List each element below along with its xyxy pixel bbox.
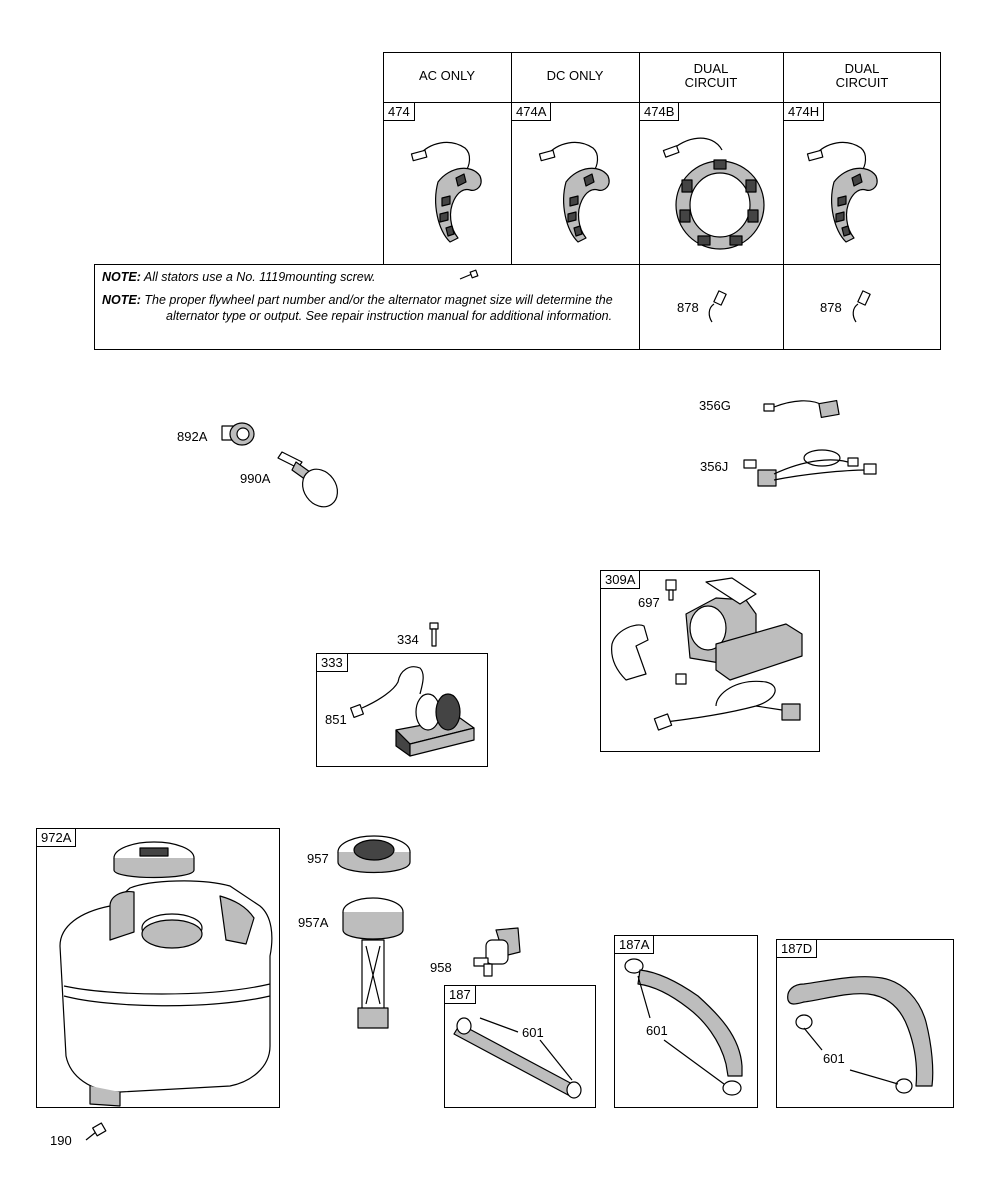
part-label: 892A <box>177 429 208 444</box>
ignition-coil-illustration <box>349 666 475 757</box>
flywheel-note: NOTE: The proper flywheel part number an… <box>102 293 613 323</box>
switch-housing-illustration <box>221 422 255 446</box>
part-label: 601 <box>823 1051 845 1066</box>
part-label: 878 <box>820 300 842 315</box>
table-divider <box>639 52 640 349</box>
choke-knob-illustration <box>277 451 339 508</box>
part-number-tag: 474B <box>640 103 680 122</box>
table-divider <box>511 52 512 265</box>
part-number-tag: 187 <box>445 986 476 1005</box>
part-number-tag: 972A <box>37 829 77 848</box>
table-divider <box>383 102 941 103</box>
part-number-tag: 309A <box>601 571 641 590</box>
part-label: 990A <box>240 471 271 486</box>
column-header-dual-circuit: DUAL CIRCUIT <box>835 61 889 90</box>
part-label: 190 <box>50 1133 72 1148</box>
part-number-tag: 474A <box>512 103 552 122</box>
wire-harness-illustration <box>743 449 877 487</box>
part-label: 851 <box>325 712 347 727</box>
fuel-tank-box: 972A <box>36 828 280 1108</box>
part-number-tag: 187D <box>777 940 818 959</box>
part-label: 957A <box>298 915 329 930</box>
ignition-coil-box: 333 <box>316 653 488 767</box>
fuel-cap-illustration <box>337 835 411 874</box>
wire-connector-icon <box>708 290 727 323</box>
mounting-screw-icon <box>459 269 479 280</box>
partial-stator-illustration <box>538 141 610 243</box>
fuel-shutoff-valve-illustration <box>473 927 521 977</box>
partial-stator-illustration <box>410 141 482 243</box>
part-number-tag: 187A <box>615 936 655 955</box>
fuel-line-187a-box: 187A <box>614 935 758 1108</box>
column-header-ac-only: AC ONLY <box>418 68 476 83</box>
wire-harness-illustration <box>763 399 840 419</box>
column-header-dual-circuit: DUAL CIRCUIT <box>684 61 738 90</box>
part-label: 958 <box>430 960 452 975</box>
alternator-assembly-box: 309A <box>600 570 820 752</box>
bolt-illustration <box>429 622 439 647</box>
curved-fuel-line-illustration <box>787 976 934 1094</box>
part-number-tag: 474H <box>784 103 825 122</box>
part-number-tag: 474 <box>384 103 415 122</box>
part-label: 878 <box>677 300 699 315</box>
screw-illustration <box>85 1122 107 1141</box>
part-label: 334 <box>397 632 419 647</box>
ring-stator-illustration <box>662 137 765 250</box>
fuel-gauge-cap-illustration <box>342 897 404 1029</box>
part-label: 356J <box>700 459 729 474</box>
part-number-tag: 333 <box>317 654 348 673</box>
wire-connector-icon <box>852 290 871 323</box>
column-header-dc-only: DC ONLY <box>546 68 604 83</box>
stator-screw-note: NOTE: All stators use a No. 1119mounting… <box>102 270 376 284</box>
fuel-tank-illustration <box>59 841 273 1107</box>
part-label: 957 <box>307 851 329 866</box>
note-frame <box>94 264 941 350</box>
part-label: 601 <box>522 1025 544 1040</box>
part-label: 356G <box>699 398 731 413</box>
part-label: 697 <box>638 595 660 610</box>
curved-fuel-line-illustration <box>624 958 743 1096</box>
fuel-line-187d-box: 187D <box>776 939 954 1108</box>
fuel-line-illustration <box>453 1017 582 1099</box>
part-label: 601 <box>646 1023 668 1038</box>
alternator-assembly-illustration <box>611 577 803 731</box>
partial-stator-illustration <box>806 141 878 243</box>
table-divider <box>783 52 784 349</box>
fuel-line-187-box: 187 <box>444 985 596 1108</box>
